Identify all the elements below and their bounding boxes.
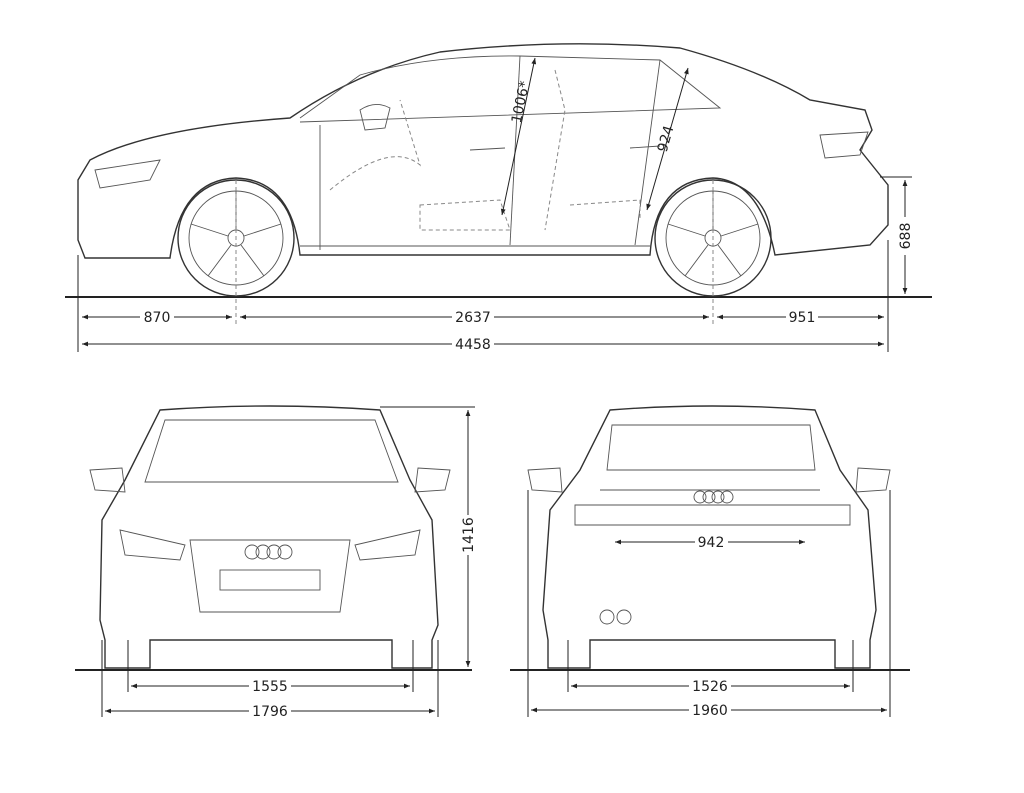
length-label: 4458 [455,337,491,353]
width-incl-mirrors-label: 1960 [692,703,728,719]
rear-door-line [634,59,661,246]
door-handles [469,145,661,151]
front-headroom-label: 1006* [509,80,534,125]
front-body-outline [99,405,439,669]
windshield [144,419,399,483]
loading-height-label: 688 [898,223,914,250]
wheelbase-label: 2637 [455,310,491,326]
side-view: 870 2637 951 4458 688 1006* 924 [65,43,932,353]
audi-rings-front [244,544,293,560]
rear-window [606,424,816,471]
rear-view: 942 1526 1960 [510,405,910,719]
side-mirror [359,104,391,131]
front-track-label: 1555 [252,679,288,695]
mirrors [89,467,451,493]
audi-rings-rear [693,490,734,504]
rear-track-label: 1526 [692,679,728,695]
taillight [819,131,869,159]
exhaust-pipes [599,609,632,625]
rear-overhang-label: 951 [789,310,816,326]
trunk-lid-and-taillights [574,489,851,526]
trunk-width-label: 942 [698,535,725,551]
seat-outlines [329,69,641,231]
rear-body-outline [542,405,877,669]
headlight [94,159,161,189]
width-label: 1796 [252,704,288,720]
front-overhang-label: 870 [144,310,171,326]
headlights [119,529,421,561]
front-view: 1416 1555 1796 [75,405,477,720]
rear-headroom-label: 924 [655,124,678,154]
side-body-outline [77,43,889,259]
mirrors [527,467,891,493]
height-label: 1416 [461,517,477,553]
grille [189,539,351,613]
